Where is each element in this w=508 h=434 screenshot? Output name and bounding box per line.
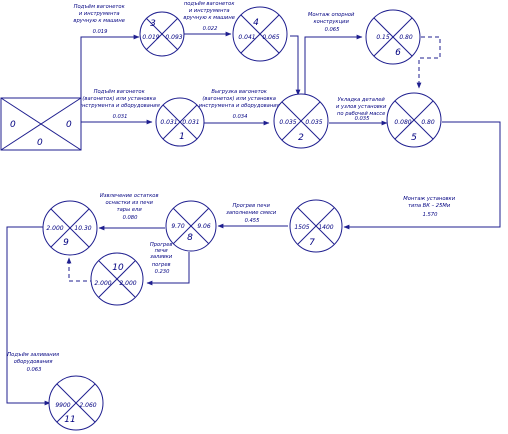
edge-4-2: [290, 35, 301, 96]
event-node-5: 0.080 0.80 5: [386, 92, 442, 148]
edge-6-5: [416, 36, 441, 89]
node-11-late: 2.060: [79, 402, 96, 409]
node-2-late: 0.035: [305, 119, 322, 126]
node-10-early: 2.000: [94, 280, 111, 287]
event-node-9: 2.000 10.30 9: [42, 200, 98, 256]
label-8-9: Извлечение остатков оснастки из печи тар…: [100, 193, 160, 221]
event-node-7: 1505 1400 7: [289, 199, 343, 253]
node-4-early: 0.041: [238, 34, 255, 41]
node-8-late: 9.06: [197, 223, 211, 230]
edge-0-3: [80, 34, 140, 122]
node-10-late: 2.000: [119, 280, 136, 287]
node-5-late: 0.80: [421, 119, 435, 126]
node-5-number: 5: [411, 133, 417, 143]
node-5-early: 0.080: [394, 119, 411, 126]
start-value-right: 0: [66, 120, 72, 130]
label-0-3: Подъём вагонеток и инструмента вручную к…: [73, 4, 126, 35]
node-6-late: 0.80: [399, 34, 413, 41]
start-event-box: 0 0 0: [0, 97, 82, 151]
event-node-11: 9900 2.060 11: [48, 375, 104, 431]
node-2-number: 2: [298, 133, 304, 143]
node-6-number: 6: [395, 48, 401, 58]
edges: [6, 31, 501, 406]
label-2-6: Монтаж опорной конструкции 0.065: [308, 12, 356, 33]
node-9-number: 9: [63, 238, 69, 248]
node-7-number: 7: [309, 238, 315, 248]
start-box-diagonal-2: [0, 97, 82, 151]
start-value-bottom: 0: [37, 138, 43, 148]
event-node-4: 4 0.041 0.065: [232, 6, 288, 62]
node-9-early: 2.000: [46, 225, 63, 232]
edge-9-11: [6, 226, 51, 406]
node-2-early: 0.035: [279, 119, 296, 126]
label-2-5: Укладка деталей и узлов установки по раб…: [336, 97, 388, 122]
label-0-1: Подъём вагонеток (вагонеток) или установ…: [79, 89, 162, 120]
node-3-number: 3: [150, 19, 156, 29]
node-1-number: 1: [179, 132, 185, 142]
node-4-number: 4: [253, 18, 259, 28]
label-3-4: подъём вагонеток и инструмента вручную к…: [183, 1, 236, 32]
edge-2-6: [304, 34, 363, 94]
node-6-early: 0.15: [376, 34, 390, 41]
label-8-10: Прогрев печи заливки погрев 0.230: [150, 242, 174, 275]
node-1-late: 0.031: [182, 119, 199, 126]
node-7-early: 1505: [294, 224, 309, 231]
edge-8-10: [146, 252, 190, 286]
node-3-late: 0.093: [165, 34, 182, 41]
node-4-late: 0.065: [262, 34, 279, 41]
node-11-early: 9900: [55, 402, 70, 409]
edge-5-7: [343, 121, 501, 230]
event-node-1: 0.031 0.031 1: [155, 97, 205, 147]
event-node-10: 10 2.000 2.000: [90, 252, 144, 306]
node-11-number: 11: [64, 415, 75, 425]
node-10-number: 10: [112, 263, 124, 273]
event-node-2: 0.035 0.035 2: [273, 93, 329, 149]
edge-labels: Подъём вагонеток и инструмента вручную к…: [7, 1, 456, 373]
label-7-8: Прогрев печи заполнение смеси 0.455: [226, 203, 278, 224]
label-9-11: Подъём заливания оборудования 0.063: [7, 352, 60, 373]
event-node-3: 3 0.019 0.093: [139, 11, 185, 57]
node-9-late: 10.30: [74, 225, 91, 232]
label-5-7: Монтаж установки типа ВК – 25Ми 1.570: [403, 196, 456, 218]
edge-10-9: [66, 257, 94, 282]
node-3-early: 0.019: [142, 34, 159, 41]
node-7-late: 1400: [318, 224, 333, 231]
event-node-8: 9.70 9.06 8: [165, 200, 217, 252]
start-value-left: 0: [10, 120, 16, 130]
event-node-6: 0.15 0.80 6: [365, 9, 421, 65]
node-1-early: 0.031: [160, 119, 177, 126]
node-8-number: 8: [187, 233, 193, 243]
node-8-early: 9.70: [171, 223, 185, 230]
label-1-2: Выгрузка вагонеток (вагонеток) или устан…: [199, 89, 282, 120]
